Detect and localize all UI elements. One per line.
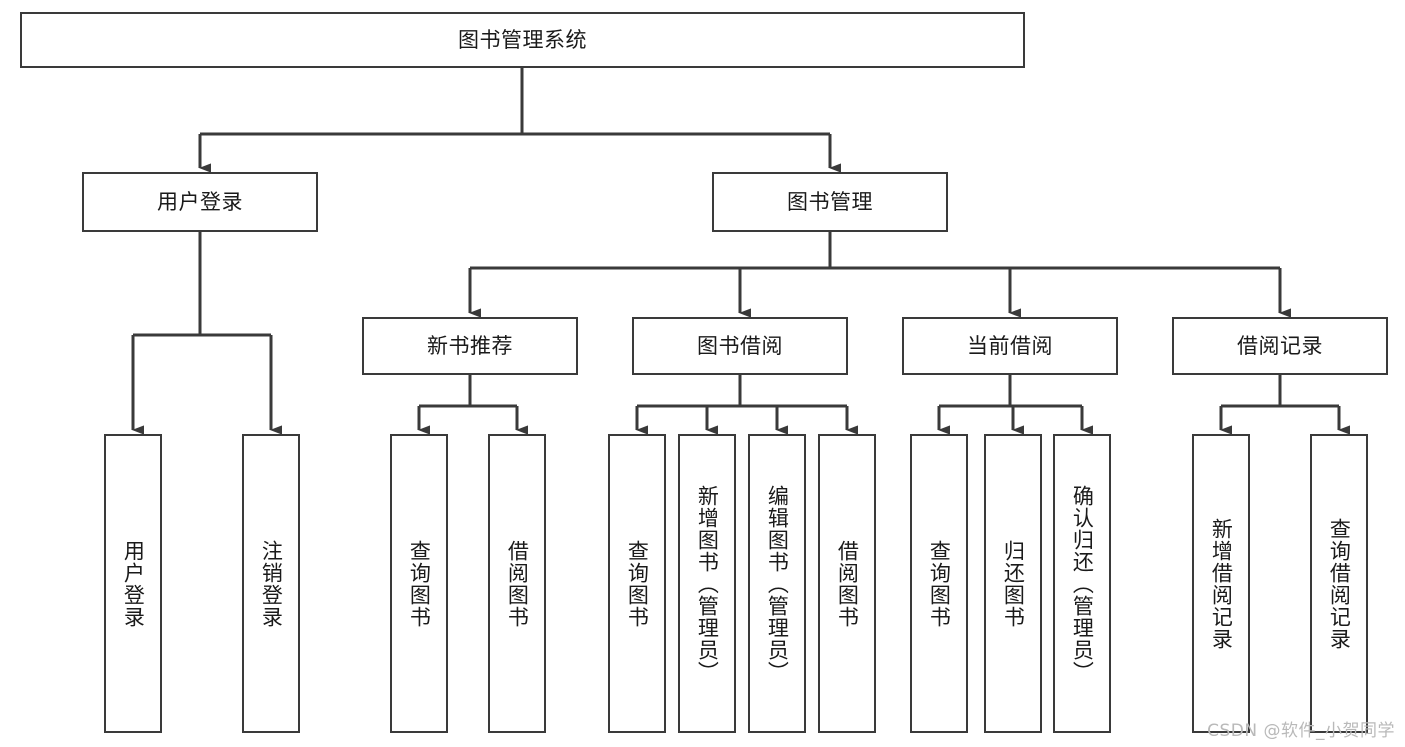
node-record-add[interactable]: 新增借阅记录: [1192, 434, 1250, 733]
node-borrow-record[interactable]: 借阅记录: [1172, 317, 1388, 375]
edges-borrowrecord-to-leaves: [1219, 375, 1350, 435]
node-borrow-add-book[interactable]: 新增图书（管理员）: [678, 434, 736, 733]
node-borrow-query-book[interactable]: 查询图书: [608, 434, 666, 733]
edges-bookborrow-to-leaves: [635, 375, 858, 435]
node-user-login-do[interactable]: 用户登录: [104, 434, 162, 733]
node-user-logout[interactable]: 注销登录: [242, 434, 300, 733]
node-borrow-edit-book[interactable]: 编辑图书（管理员）: [748, 434, 806, 733]
node-record-query[interactable]: 查询借阅记录: [1310, 434, 1368, 733]
node-root-system[interactable]: 图书管理系统: [20, 12, 1025, 68]
edges-userlogin-to-leaves: [131, 232, 282, 435]
csdn-watermark: CSDN @软件_小贺同学: [1207, 721, 1395, 741]
node-book-borrow[interactable]: 图书借阅: [632, 317, 848, 375]
node-user-login[interactable]: 用户登录: [82, 172, 318, 232]
node-borrow-borrow-book[interactable]: 借阅图书: [818, 434, 876, 733]
edges-bookmanage-to-groups: [468, 232, 1291, 318]
node-current-confirm-return[interactable]: 确认归还（管理员）: [1053, 434, 1111, 733]
node-current-return-book[interactable]: 归还图书: [984, 434, 1042, 733]
node-recommend-borrow-book[interactable]: 借阅图书: [488, 434, 546, 733]
edges-currentborrow-to-leaves: [937, 375, 1093, 435]
node-recommend-query-book[interactable]: 查询图书: [390, 434, 448, 733]
edges-recommend-to-leaves: [417, 375, 528, 435]
node-book-manage[interactable]: 图书管理: [712, 172, 948, 232]
edges-root-to-level1: [198, 68, 841, 173]
node-current-borrow[interactable]: 当前借阅: [902, 317, 1118, 375]
node-new-book-recommend[interactable]: 新书推荐: [362, 317, 578, 375]
node-current-query-book[interactable]: 查询图书: [910, 434, 968, 733]
